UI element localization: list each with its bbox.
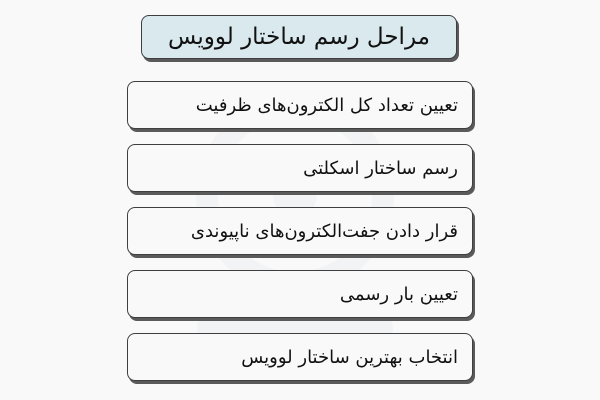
- step-4-box: تعیین بار رسمی: [127, 270, 473, 318]
- step-5-label: انتخاب بهترین ساختار لوویس: [241, 346, 458, 368]
- step-2-box: رسم ساختار اسکلتی: [127, 144, 473, 192]
- step-2-label: رسم ساختار اسکلتی: [303, 157, 458, 179]
- step-3-box: قرار دادن جفت‌الکترون‌های ناپیوندی: [127, 207, 473, 255]
- step-1-label: تعیین تعداد کل الکترون‌های ظرفیت: [195, 94, 458, 116]
- step-1-box: تعیین تعداد کل الکترون‌های ظرفیت: [127, 81, 473, 129]
- step-3-label: قرار دادن جفت‌الکترون‌های ناپیوندی: [190, 220, 458, 242]
- step-5-box: انتخاب بهترین ساختار لوویس: [127, 333, 473, 381]
- diagram-title: مراحل رسم ساختار لوویس: [141, 15, 457, 59]
- step-4-label: تعیین بار رسمی: [339, 283, 458, 305]
